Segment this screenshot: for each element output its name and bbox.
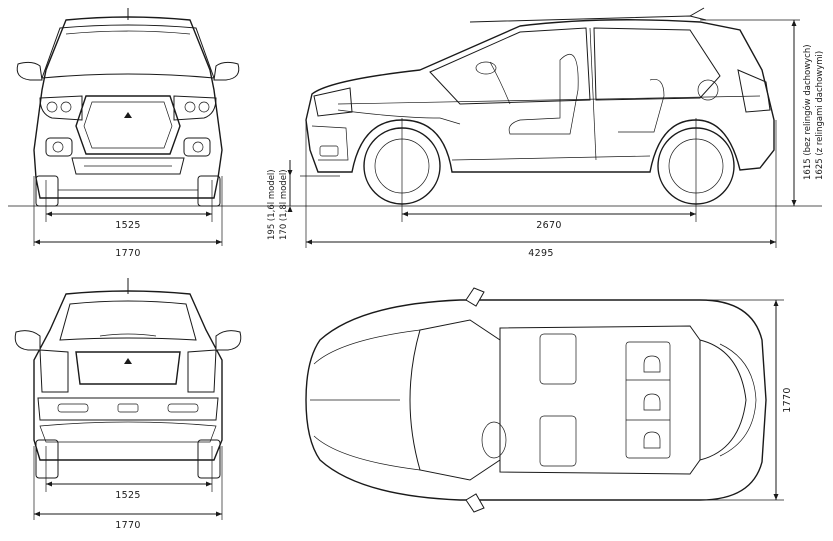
height-label-z: 1625 (z relingami dachowymi) bbox=[815, 51, 825, 180]
front-view: 1525 1770 bbox=[16, 8, 240, 259]
clearance-18-label: 170 (1,8l model) bbox=[279, 169, 289, 240]
top-view: 1770 bbox=[305, 287, 793, 513]
length-label: 4295 bbox=[528, 248, 553, 259]
wheelbase-label: 2670 bbox=[536, 220, 561, 231]
height-label-bez: 1615 (bez relingów dachowych) bbox=[802, 44, 813, 180]
top-width-label: 1770 bbox=[782, 387, 793, 412]
front-track-label: 1525 bbox=[115, 220, 140, 231]
front-width-label: 1770 bbox=[115, 248, 140, 259]
rear-track-label: 1525 bbox=[115, 490, 140, 501]
rear-width-label: 1770 bbox=[115, 520, 140, 531]
clearance-16-label: 195 (1,6l model) bbox=[267, 169, 277, 240]
rear-view: 1525 1770 bbox=[14, 278, 242, 531]
side-view: 2670 4295 1615 (bez relingów dachowych) … bbox=[267, 7, 825, 259]
